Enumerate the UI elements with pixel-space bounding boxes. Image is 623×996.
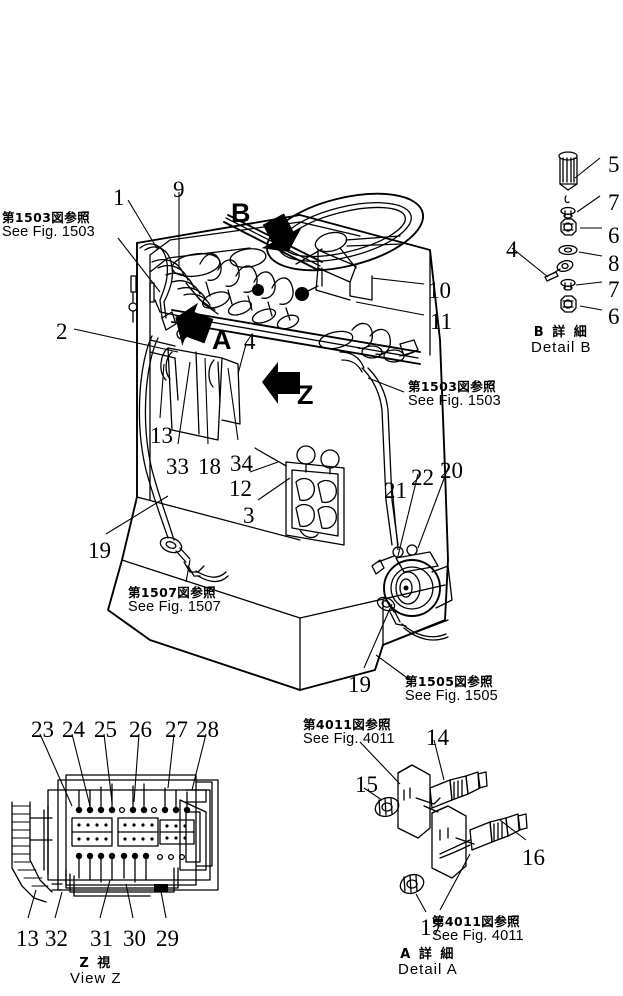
figure-reference-jp: 第1503図参照 [408,379,496,394]
cable-right-run [339,351,399,546]
part-callout-32: 32 [45,926,68,951]
figure-reference-en: See Fig. 4011 [303,730,395,747]
terminal-pins-bottom [75,852,186,883]
part-callout-26: 26 [129,717,152,742]
part-callout-28: 28 [196,717,219,742]
part-callout-29: 29 [156,926,179,951]
figure-reference-jp: 第4011図参照 [432,914,520,929]
section-arrows [175,213,303,404]
terminal-block-3 [159,819,195,845]
part-callout-5: 5 [608,152,620,177]
detail-caption-jp: B 詳 細 [533,325,589,340]
part-callout-20: 20 [440,458,463,483]
part-callout-2: 2 [56,319,68,344]
part-callout-31: 31 [90,926,113,951]
center-bracket-assembly [254,445,345,546]
part-callout-17: 17 [420,915,443,940]
terminal-pins-top [75,783,191,814]
terminal-block-2 [117,817,159,847]
figure-reference-en: See Fig. 4011 [432,927,524,944]
part-callout-14: 14 [426,725,449,750]
part-callout-27: 27 [165,717,188,742]
arrow-z [262,362,300,404]
terminal-block-1 [71,817,113,847]
leader-lines [27,157,603,919]
detail-a-parts [374,764,528,895]
part-callout-6: 6 [608,304,620,329]
part-callout-6: 6 [608,223,620,248]
detail-caption-en: Detail B [531,338,592,356]
section-marker-z: Z [297,380,314,410]
part-callout-21: 21 [384,478,407,503]
figure-reference-jp: 第4011図参照 [303,717,391,732]
part-callout-22: 22 [411,465,434,490]
part-callout-15: 15 [355,772,378,797]
wire-bundles [51,867,179,897]
figure-reference-jp: 第1503図参照 [2,210,90,225]
section-marker-a: A [212,325,232,355]
cab-frame-outline [107,214,449,691]
detail-b-parts [544,151,578,313]
part-callout-19: 19 [88,538,111,563]
part-callout-13: 13 [16,926,39,951]
detail-caption-en: View Z [70,969,122,987]
arrow-a [175,302,214,346]
part-callout-4: 4 [244,329,256,354]
part-callout-1: 1 [113,185,125,210]
part-callout-19: 19 [348,672,371,697]
part-callout-16: 16 [522,845,545,870]
part-callout-9: 9 [173,177,185,202]
section-marker-b: B [231,198,251,228]
part-callout-7: 7 [608,277,620,302]
part-callout-30: 30 [123,926,146,951]
part-callout-12: 12 [229,476,252,501]
hanging-plate-assembly [160,347,241,441]
wiring-harness-left [139,243,219,319]
part-callout-8: 8 [608,251,620,276]
part-callout-18: 18 [198,454,221,479]
view-z-fuse-box [11,774,219,903]
part-callout-25: 25 [94,717,117,742]
part-callout-23: 23 [31,717,54,742]
part-callout-13: 13 [150,423,173,448]
figure-reference-en: See Fig. 1507 [128,598,221,615]
detail-caption-en: Detail A [398,960,458,978]
part-callout-11: 11 [430,309,453,334]
horn-assembly [371,544,453,641]
figure-reference-en: See Fig. 1503 [2,223,95,240]
part-callout-7: 7 [608,190,620,215]
part-callout-3: 3 [243,503,255,528]
part-callout-34: 34 [230,451,253,476]
part-callout-10: 10 [428,278,451,303]
cable-left-run [138,335,229,583]
part-callout-4: 4 [506,237,518,262]
arrow-b [261,213,303,252]
hose-clamp-cluster [199,253,419,363]
figure-reference-jp: 第1505図参照 [405,674,493,689]
detail-caption-jp: A 詳 細 [400,947,456,962]
part-callout-33: 33 [166,454,189,479]
figure-reference-en: See Fig. 1505 [405,687,498,704]
figure-reference-en: See Fig. 1503 [408,392,501,409]
figure-reference-jp: 第1507図参照 [128,585,216,600]
part-callout-24: 24 [62,717,85,742]
detail-caption-jp: Z 視 [79,956,113,971]
